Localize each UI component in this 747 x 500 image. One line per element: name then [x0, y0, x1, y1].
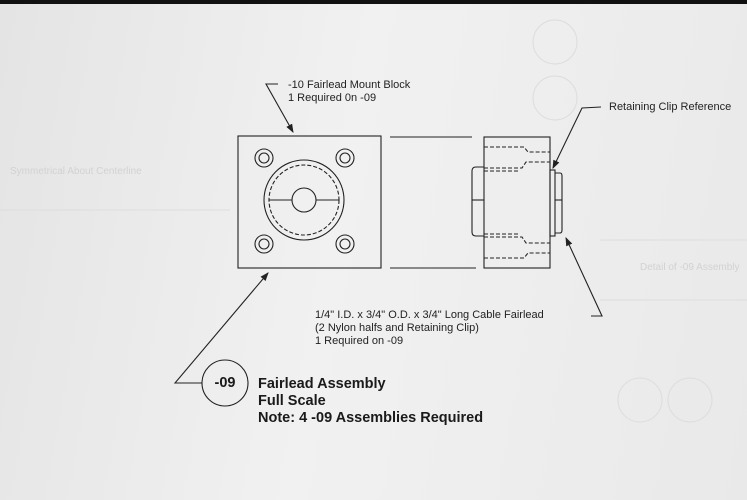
fairlead-label-line: 1/4" I.D. x 3/4" O.D. x 3/4" Long Cable …: [315, 309, 544, 321]
assembly-note-line: Note: 4 -09 Assemblies Required: [258, 410, 484, 426]
hidden-lines: [484, 146, 550, 259]
retaining-clip-leader: [552, 106, 602, 169]
mount-block-label-line: 1 Required 0n -09: [288, 92, 377, 104]
fairlead-label-line: 1 Required on -09: [315, 335, 404, 347]
fairlead-boss: [471, 166, 484, 237]
assembly-leader: [173, 272, 269, 384]
mount-block-front-view: [237, 135, 382, 269]
assembly-title-line: Fairlead Assembly: [258, 376, 386, 392]
retaining-clip-label: Retaining Clip Reference: [609, 101, 732, 113]
fairlead-label: 1/4" I.D. x 3/4" O.D. x 3/4" Long Cable …: [315, 309, 544, 348]
ghost-text-symmetry: Symmetrical About Centerline: [10, 166, 142, 177]
top-edge-band: [0, 0, 747, 4]
fairlead-leader: [565, 237, 603, 317]
fairlead-label-line: (2 Nylon halfs and Retaining Clip): [315, 322, 479, 334]
mount-block-side-view: [483, 136, 551, 269]
mount-block-label-line: -10 Fairlead Mount Block: [288, 79, 411, 91]
mount-block-leader: [265, 83, 294, 133]
ghost-text-detail: Detail of -09 Assembly: [640, 262, 740, 273]
background-ghost-lines: [0, 19, 747, 423]
retaining-clip: [549, 169, 556, 237]
bolt-holes: [254, 148, 355, 254]
mount-block-label: -10 Fairlead Mount Block 1 Required 0n -…: [288, 79, 410, 105]
assembly-title: Fairlead Assembly Full Scale Note: 4 -09…: [258, 376, 483, 427]
fairlead-outer-circle: [263, 159, 345, 241]
callout-circle: [201, 359, 249, 407]
callout-number: -09: [214, 375, 236, 391]
assembly-scale-line: Full Scale: [258, 393, 326, 409]
